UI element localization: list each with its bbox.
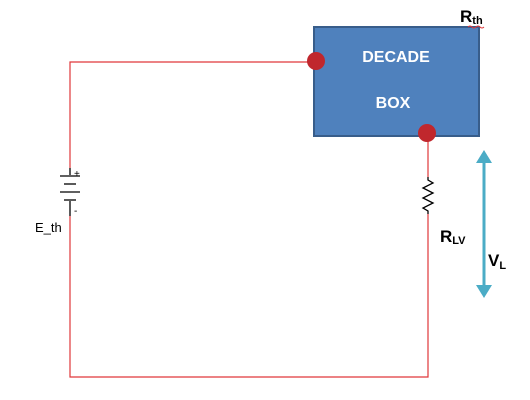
decade-box-line1: DECADE	[362, 49, 430, 66]
voltage-arrow-head-top	[476, 150, 492, 163]
rlv-label-main: R	[440, 227, 452, 246]
rth-spellcheck-underline	[467, 25, 485, 29]
vl-label: VL	[488, 251, 506, 272]
voltage-arrow-head-bottom	[476, 285, 492, 298]
voltage-double-arrow-icon	[476, 150, 492, 298]
decade-box: DECADE BOX	[313, 26, 480, 137]
wire-top-left	[69, 61, 316, 168]
source-plus-sign: +	[74, 169, 80, 180]
rth-label-main: R	[460, 7, 472, 26]
node-box-left	[307, 52, 325, 70]
source-label: E_th	[35, 220, 62, 235]
node-box-right	[418, 124, 436, 142]
source-minus-sign: -	[74, 206, 77, 217]
battery-icon	[60, 168, 80, 216]
rth-label-sub: th	[472, 15, 483, 27]
rlv-label: RLV	[440, 227, 466, 247]
resistor-icon	[421, 177, 435, 214]
wire-left-bottom	[69, 214, 429, 378]
vl-label-sub: L	[499, 260, 506, 272]
rlv-label-sub: LV	[452, 235, 466, 247]
decade-box-line2: BOX	[376, 95, 411, 112]
vl-label-main: V	[488, 251, 500, 270]
rth-label: Rth	[460, 7, 483, 27]
decade-box-body	[313, 26, 480, 137]
